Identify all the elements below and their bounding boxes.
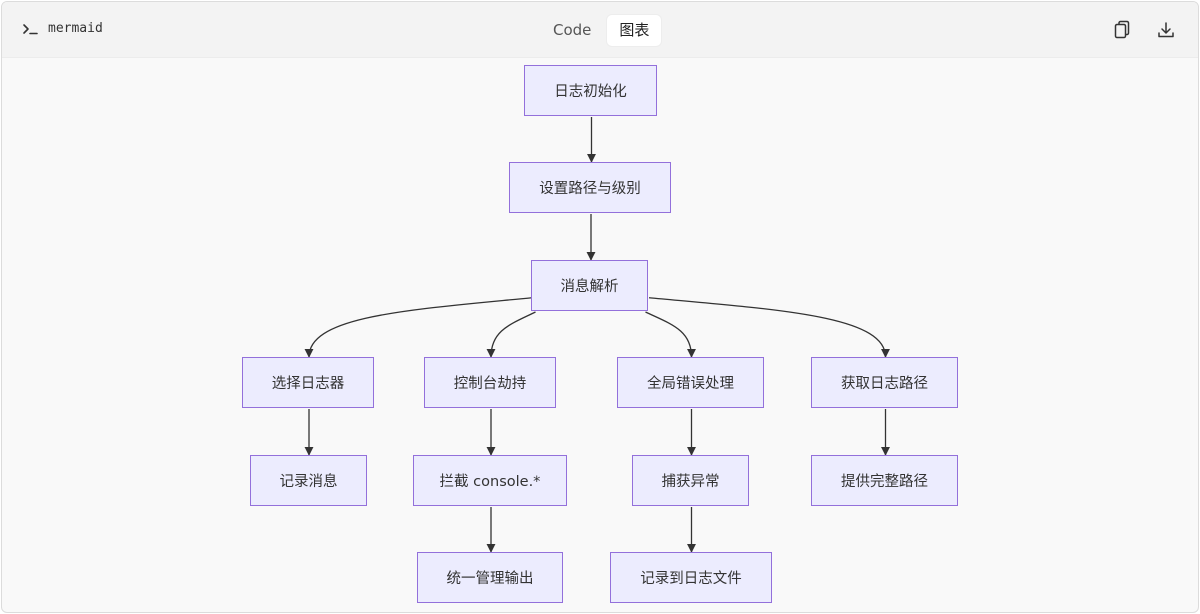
code-block-toolbar: mermaid Code 图表 <box>2 2 1198 58</box>
node-console-hijack: 控制台劫持 <box>424 357 556 408</box>
tab-code[interactable]: Code <box>553 21 592 39</box>
download-icon[interactable] <box>1156 20 1176 40</box>
copy-icon[interactable] <box>1112 20 1132 40</box>
tab-diagram[interactable]: 图表 <box>607 15 662 46</box>
node-record-message: 记录消息 <box>250 455 367 506</box>
node-intercept-console: 拦截 console.* <box>413 455 567 506</box>
view-tabs: Code 图表 <box>541 15 662 46</box>
toolbar-actions <box>1112 20 1176 40</box>
node-get-log-path: 获取日志路径 <box>811 357 958 408</box>
node-message-parse: 消息解析 <box>531 260 648 311</box>
terminal-prompt-icon <box>22 22 38 36</box>
language-indicator: mermaid <box>22 21 103 36</box>
node-unified-output: 统一管理输出 <box>417 552 563 603</box>
edge-parse-to-get_path <box>648 297 891 358</box>
language-label: mermaid <box>48 21 103 36</box>
edge-parse-to-console_hijack <box>486 311 536 358</box>
edge-parse-to-global_err <box>645 311 697 358</box>
node-set-path-level: 设置路径与级别 <box>509 162 671 213</box>
node-record-to-file: 记录到日志文件 <box>610 552 772 603</box>
node-global-error: 全局错误处理 <box>617 357 764 408</box>
node-log-init: 日志初始化 <box>524 65 657 116</box>
node-full-path: 提供完整路径 <box>811 455 958 506</box>
edge-parse-to-select_logger <box>304 297 533 358</box>
node-select-logger: 选择日志器 <box>242 357 374 408</box>
node-catch-exception: 捕获异常 <box>632 455 749 506</box>
